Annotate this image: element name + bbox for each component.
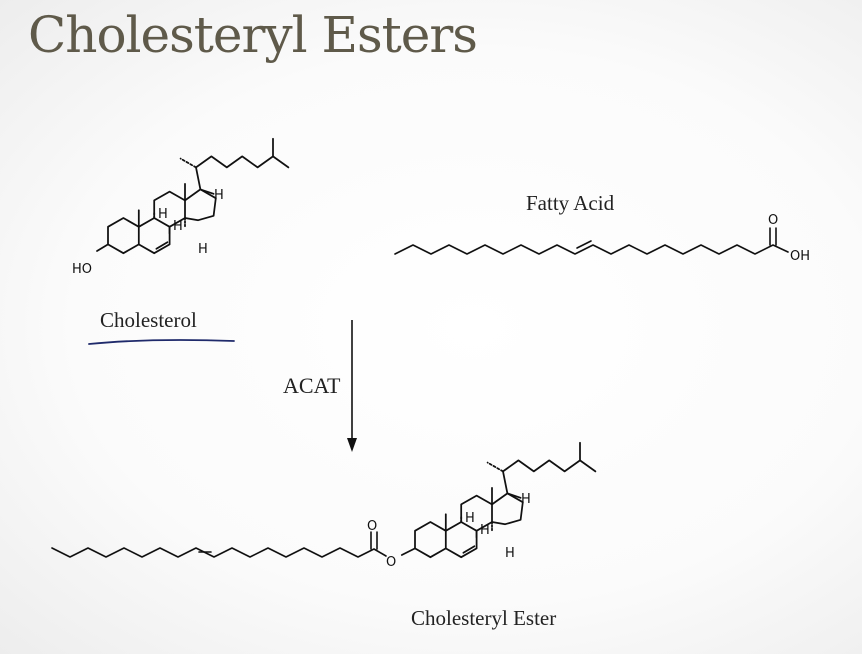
hydrogen-atom-label: H bbox=[480, 523, 490, 538]
ester-oxygen-label: O bbox=[386, 555, 396, 570]
arrow-head bbox=[347, 438, 357, 452]
cholesterol-underline bbox=[88, 339, 235, 345]
hydrogen-atom-label: H bbox=[198, 242, 208, 257]
hydrogen-atom-label: H bbox=[521, 492, 531, 507]
fatty-acid-label: Fatty Acid bbox=[526, 191, 615, 215]
product-label: Cholesteryl Ester bbox=[411, 606, 557, 630]
ester-carbonyl-oxygen-label: O bbox=[367, 519, 377, 534]
fatty-acid-chain bbox=[394, 244, 789, 255]
slide-title: Cholesteryl Esters bbox=[28, 6, 478, 64]
hydroxyl-group-label: OH bbox=[790, 249, 810, 264]
enzyme-label: ACAT bbox=[283, 373, 341, 398]
cholesterol-label: Cholesterol bbox=[100, 308, 197, 332]
hydrogen-atom-label: H bbox=[505, 546, 515, 561]
hydrogen-atom-label: H bbox=[158, 207, 168, 222]
hydroxyl-atom-label: HO bbox=[72, 262, 92, 277]
hydrogen-atom-label: H bbox=[173, 219, 183, 234]
carbonyl-oxygen-label: O bbox=[768, 213, 778, 228]
hydrogen-atom-label: H bbox=[465, 511, 475, 526]
hydrogen-atom-label: H bbox=[214, 188, 224, 203]
cholesterol-structure bbox=[96, 137, 290, 255]
cholesteryl-ester-structure bbox=[400, 441, 597, 559]
ester-acyl-chain bbox=[51, 547, 387, 558]
